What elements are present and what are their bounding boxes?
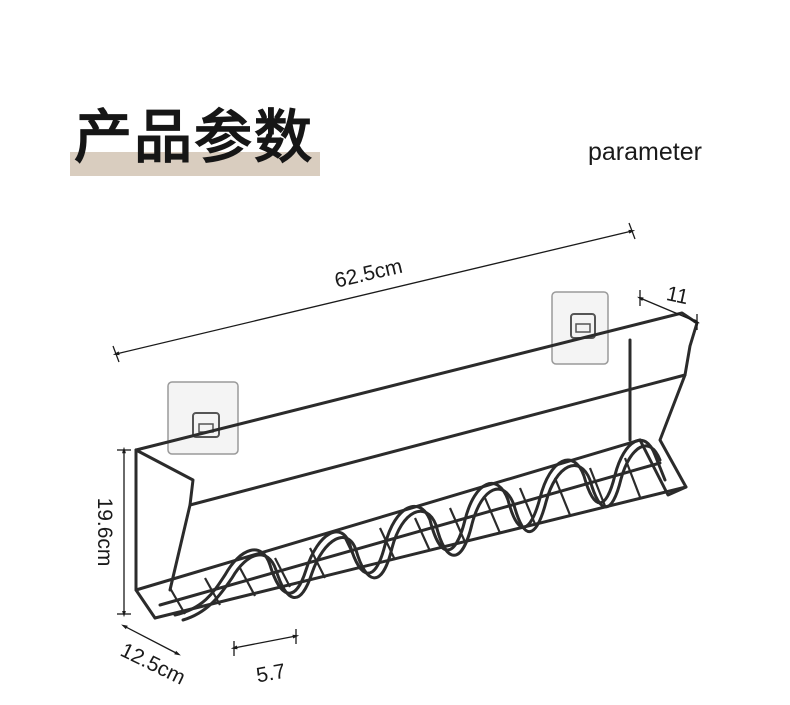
label-depth-bottom: 12.5cm — [117, 639, 189, 690]
dimension-depth-top-line — [637, 290, 700, 330]
page-title: 产品参数 — [74, 103, 315, 171]
rack-wire-frame — [134, 311, 699, 622]
dimension-depth-bottom-line — [121, 624, 181, 656]
label-length: 62.5cm — [332, 255, 404, 293]
dimension-height-line — [117, 446, 131, 618]
rack-cross-bars — [169, 457, 642, 615]
page-subtitle: parameter — [588, 138, 702, 166]
adhesive-hook-right — [551, 291, 609, 365]
label-depth-top: 11 — [664, 282, 690, 309]
title-underline-bar — [70, 152, 320, 176]
title-block: 产品参数 — [70, 100, 320, 180]
adhesive-hook-left — [167, 381, 239, 455]
dimension-wave-spacing-line — [230, 629, 300, 656]
label-wave-spacing: 5.7 — [254, 660, 287, 688]
dimension-length-line — [112, 222, 636, 363]
label-height: 19.6cm — [93, 498, 116, 567]
